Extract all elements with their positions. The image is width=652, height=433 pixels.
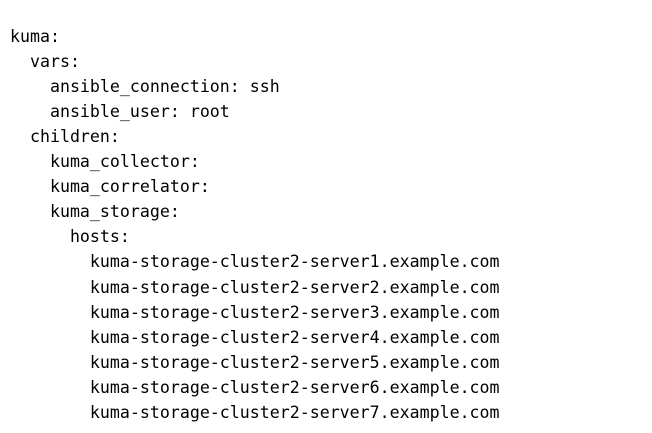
code-line: kuma-storage-cluster2-server3.example.co… (10, 302, 500, 322)
code-line: kuma-storage-cluster2-server1.example.co… (10, 252, 500, 272)
code-line: kuma-storage-cluster2-server4.example.co… (10, 327, 500, 347)
code-line: kuma: (10, 26, 60, 46)
code-line: ansible_user: root (10, 101, 230, 121)
code-line: kuma-storage-cluster2-server7.example.co… (10, 403, 500, 422)
code-line: vars: (10, 51, 80, 71)
code-line: kuma-storage-cluster2-server6.example.co… (10, 377, 500, 397)
yaml-code-content: kuma: vars: ansible_connection: ssh ansi… (10, 24, 652, 426)
code-line: kuma_storage: (10, 202, 180, 222)
code-line: ansible_connection: ssh (10, 76, 280, 96)
code-line: kuma-storage-cluster2-server2.example.co… (10, 277, 500, 297)
code-line: children: (10, 126, 120, 146)
code-line: kuma_correlator: (10, 177, 210, 197)
code-line: kuma-storage-cluster2-server5.example.co… (10, 352, 500, 372)
yaml-code-block: kuma: vars: ansible_connection: ssh ansi… (10, 24, 652, 426)
code-line: kuma_collector: (10, 152, 200, 172)
code-line: hosts: (10, 227, 130, 247)
